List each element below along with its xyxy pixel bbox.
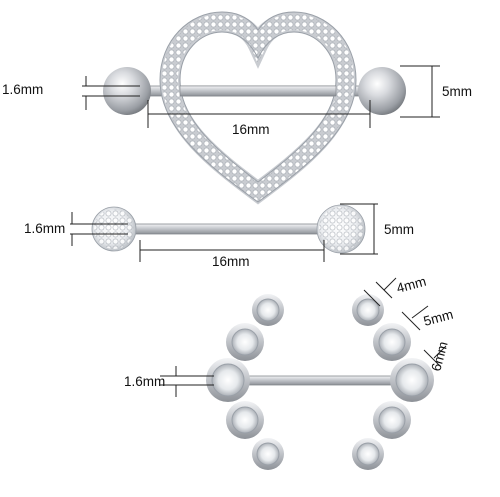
crystal-dimensions: 1.6mm 16mm 5mm — [24, 203, 414, 269]
crystal-ball-label: 5mm — [384, 222, 414, 237]
gem-cluster-barbell-icon — [206, 294, 434, 470]
crystal-length-label: 16mm — [212, 254, 250, 269]
cluster-left — [206, 294, 284, 470]
heart-right-ball — [358, 67, 406, 115]
cluster-gauge-label: 1.6mm — [124, 374, 165, 389]
heart-dimensions: 1.6mm 16mm 5mm — [2, 65, 472, 137]
cluster-medium-label: 5mm — [422, 307, 455, 329]
crystal-barbell — [91, 204, 366, 254]
crystal-gauge-label: 1.6mm — [24, 221, 65, 236]
cluster-right — [352, 294, 434, 470]
cluster-dimensions: 1.6mm 4mm 5mm 6mm — [124, 274, 455, 397]
heart-length-label: 16mm — [232, 122, 270, 137]
heart-ball-label: 5mm — [442, 84, 472, 99]
crystal-bar — [127, 223, 331, 235]
heart-barbell — [103, 11, 406, 205]
heart-left-ball — [103, 67, 151, 115]
cluster-small-label: 4mm — [395, 274, 428, 296]
cluster-large-label: 6mm — [428, 340, 450, 373]
heart-gauge-label: 1.6mm — [2, 82, 43, 97]
